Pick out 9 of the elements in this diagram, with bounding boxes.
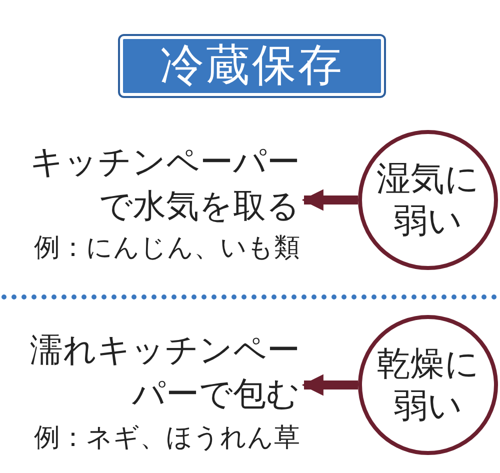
instruction-text: キッチンペーパーで水気を取る	[0, 140, 300, 228]
instruction-text: 濡れキッチンペーパーで包む	[30, 328, 300, 416]
title-banner: 冷蔵保存	[120, 36, 384, 96]
label-circle: 湿気に弱い	[358, 130, 498, 270]
example-text: 例：にんじん、いも類	[33, 232, 300, 264]
example-text: 例：ネギ、ほうれん草	[33, 422, 300, 454]
arrow	[302, 374, 358, 396]
label-circle: 乾燥に弱い	[358, 315, 498, 455]
arrow	[302, 189, 358, 211]
